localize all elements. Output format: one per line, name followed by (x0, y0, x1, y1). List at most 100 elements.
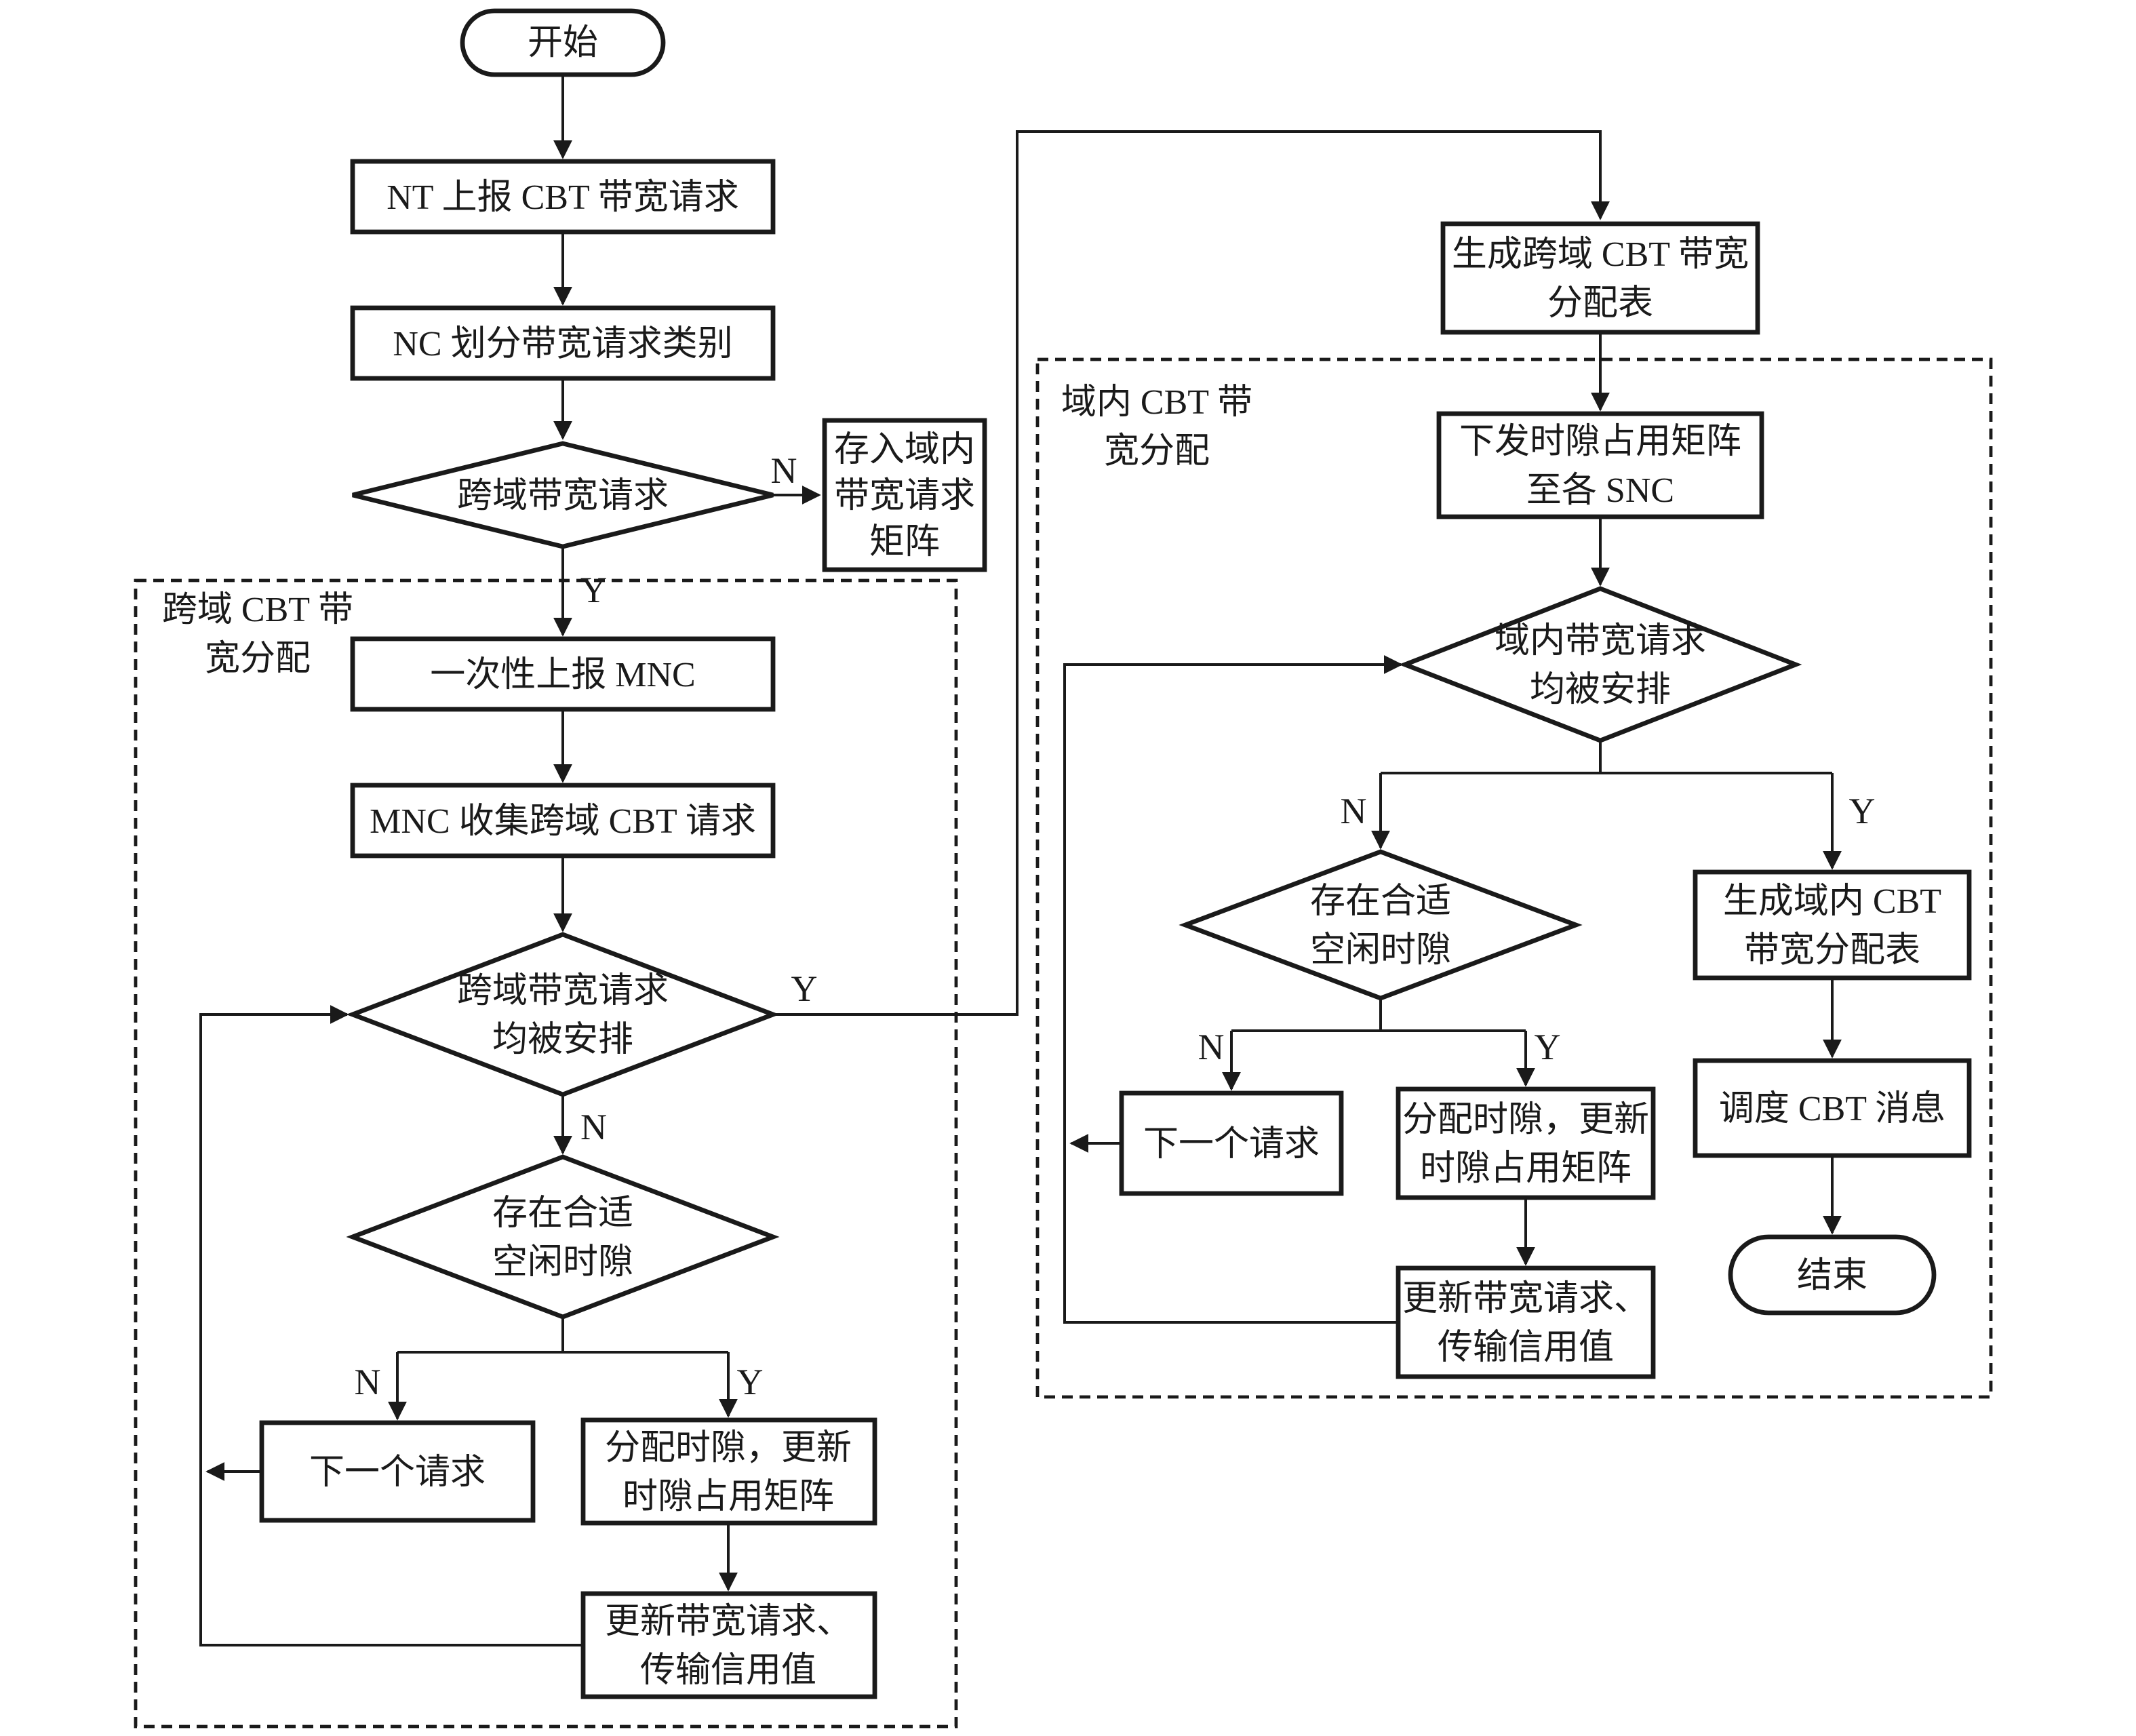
start-terminal-shape (460, 8, 666, 77)
branch-label-cross-free-slot-no: N (355, 1362, 381, 1402)
gen-cross-table-line2: 分配表 (1547, 284, 1653, 323)
intra-all-arranged-line1: 域内带宽请求 (1495, 622, 1706, 660)
cross-domain-check-label: 跨域带宽请求 (457, 477, 669, 515)
node-intra-allocate: 分配时隙，更新 时隙占用矩阵 (1396, 1086, 1656, 1200)
node-cross-update: 更新带宽请求、 传输信用值 (580, 1591, 877, 1699)
node-nt-report: NT 上报 CBT 带宽请求 (350, 159, 776, 235)
branch-label-intra-arranged-no: N (1341, 791, 1367, 831)
node-start: 开始 (460, 8, 666, 77)
intra-domain-group-label-line2: 宽分配 (1104, 432, 1210, 471)
branch-label-intra-free-slot-yes: Y (1535, 1027, 1561, 1067)
intra-allocate-line2: 时隙占用矩阵 (1420, 1149, 1631, 1188)
intra-update-shape (1396, 1265, 1656, 1379)
nc-classify-shape (350, 305, 776, 381)
store-intra-matrix-line1: 存入域内 (834, 431, 975, 469)
store-intra-matrix-shape (822, 418, 987, 572)
mnc-collect-label: MNC 收集跨域 CBT 请求 (370, 802, 756, 841)
cross-update-line2: 传输信用值 (640, 1651, 816, 1690)
node-cross-all-arranged: 跨域带宽请求 均被安排 (346, 932, 780, 1097)
cross-domain-group-label-line1: 跨域 CBT 带 (162, 591, 353, 629)
start-label: 开始 (528, 24, 598, 62)
node-send-slot-matrix: 下发时隙占用矩阵 至各 SNC (1436, 411, 1764, 519)
cross-allocate-line2: 时隙占用矩阵 (622, 1478, 834, 1516)
nt-report-label: NT 上报 CBT 带宽请求 (387, 178, 739, 217)
cross-domain-group-box (134, 578, 958, 1729)
group-cross-domain-allocation: 跨域 CBT 带 宽分配 (134, 578, 958, 1729)
node-report-mnc: 一次性上报 MNC (350, 636, 776, 712)
branch-label-cross-check-no: N (771, 450, 797, 491)
gen-intra-table-line1: 生成域内 CBT (1723, 882, 1941, 921)
store-intra-matrix-line2: 带宽请求 (834, 477, 975, 515)
intra-next-request-label: 下一个请求 (1143, 1125, 1320, 1164)
gen-intra-table-line2: 带宽分配表 (1744, 931, 1920, 970)
schedule-cbt-label: 调度 CBT 消息 (1719, 1090, 1945, 1128)
branch-label-intra-free-slot-no: N (1198, 1027, 1225, 1067)
cross-allocate-line1: 分配时隙，更新 (605, 1429, 852, 1467)
cross-free-slot-line2: 空闲时隙 (492, 1243, 633, 1282)
nt-report-shape (350, 159, 776, 235)
cross-next-request-shape (259, 1420, 536, 1523)
branch-label-cross-arranged-yes: Y (791, 968, 818, 1009)
cross-all-arranged-shape (346, 932, 780, 1097)
node-nc-classify: NC 划分带宽请求类别 (350, 305, 776, 381)
intra-free-slot-line2: 空闲时隙 (1310, 931, 1451, 970)
gen-cross-table-line1: 生成跨域 CBT 带宽 (1452, 235, 1749, 274)
node-mnc-collect: MNC 收集跨域 CBT 请求 (350, 783, 776, 859)
report-mnc-shape (350, 636, 776, 712)
send-slot-matrix-line2: 至各 SNC (1526, 471, 1674, 510)
cross-domain-check-shape (352, 441, 774, 549)
intra-domain-group-box (1035, 357, 1993, 1399)
node-cross-free-slot: 存在合适 空闲时隙 (346, 1154, 780, 1320)
intra-free-slot-line1: 存在合适 (1310, 882, 1451, 921)
intra-update-line1: 更新带宽请求、 (1402, 1280, 1649, 1318)
node-intra-free-slot: 存在合适 空闲时隙 (1179, 849, 1583, 1001)
end-label: 结束 (1797, 1257, 1867, 1295)
node-intra-all-arranged: 域内带宽请求 均被安排 (1398, 586, 1802, 743)
node-schedule-cbt: 调度 CBT 消息 (1693, 1058, 1972, 1158)
node-cross-allocate: 分配时隙，更新 时隙占用矩阵 (580, 1417, 877, 1526)
report-mnc-label: 一次性上报 MNC (430, 656, 695, 694)
branch-label-cross-arranged-no: N (580, 1107, 607, 1147)
node-gen-cross-table: 生成跨域 CBT 带宽 分配表 (1440, 221, 1760, 335)
branch-label-cross-free-slot-yes: Y (737, 1362, 764, 1402)
intra-next-request-shape (1119, 1090, 1344, 1196)
node-intra-next-request: 下一个请求 (1119, 1090, 1344, 1196)
cross-allocate-shape (580, 1417, 877, 1526)
node-cross-domain-check: 跨域带宽请求 (352, 441, 774, 549)
mnc-collect-shape (350, 783, 776, 859)
intra-free-slot-shape (1179, 849, 1583, 1001)
intra-allocate-shape (1396, 1086, 1656, 1200)
branch-label-intra-arranged-yes: Y (1849, 791, 1876, 831)
cross-domain-group-label-line2: 宽分配 (205, 639, 311, 678)
node-store-intra-matrix: 存入域内 带宽请求 矩阵 (822, 418, 987, 572)
group-intra-domain-allocation: 域内 CBT 带 宽分配 (1035, 357, 1993, 1399)
cross-update-line1: 更新带宽请求、 (605, 1602, 852, 1641)
intra-all-arranged-shape (1398, 586, 1802, 743)
store-intra-matrix-line3: 矩阵 (869, 523, 940, 561)
end-terminal-shape (1728, 1234, 1937, 1316)
node-cross-next-request: 下一个请求 (259, 1420, 536, 1523)
edge-cross-arranged-yes-to-gen-cross-table (773, 130, 1610, 1016)
node-end: 结束 (1728, 1234, 1937, 1316)
intra-update-line2: 传输信用值 (1438, 1328, 1614, 1367)
send-slot-matrix-shape (1436, 411, 1764, 519)
branch-label-cross-check-yes: Y (580, 570, 607, 610)
cross-all-arranged-line1: 跨域带宽请求 (457, 972, 669, 1010)
edge-intra-update-loop-to-arranged (1063, 655, 1403, 1324)
schedule-cbt-shape (1693, 1058, 1972, 1158)
cross-next-request-label: 下一个请求 (309, 1453, 486, 1492)
node-intra-update: 更新带宽请求、 传输信用值 (1396, 1265, 1656, 1379)
cross-all-arranged-line2: 均被安排 (492, 1021, 633, 1059)
gen-cross-table-shape (1440, 221, 1760, 335)
gen-intra-table-shape (1693, 869, 1972, 981)
intra-all-arranged-line2: 均被安排 (1530, 671, 1671, 709)
cross-free-slot-shape (346, 1154, 780, 1320)
cross-free-slot-line1: 存在合适 (492, 1194, 633, 1233)
send-slot-matrix-line1: 下发时隙占用矩阵 (1459, 422, 1741, 461)
edge-cross-update-loop-to-arranged (199, 1005, 583, 1646)
node-gen-intra-table: 生成域内 CBT 带宽分配表 (1693, 869, 1972, 981)
nc-classify-label: NC 划分带宽请求类别 (393, 325, 732, 363)
intra-domain-group-label-line1: 域内 CBT 带 (1061, 383, 1252, 422)
